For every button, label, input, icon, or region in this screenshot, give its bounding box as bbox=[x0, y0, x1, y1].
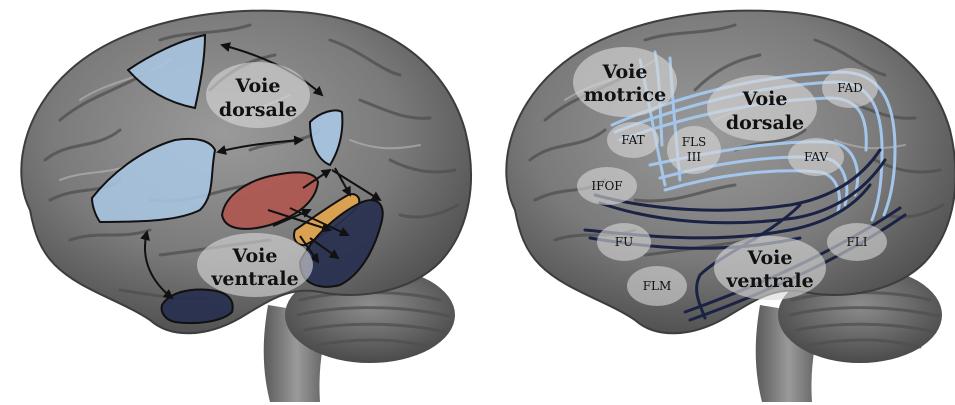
left-brain-panel: Voie dorsale Voie ventrale bbox=[21, 11, 471, 402]
fls-label-line1: FLS bbox=[682, 135, 707, 149]
ventral-label-line1: Voie bbox=[232, 245, 278, 267]
motor-label-line1: Voie bbox=[602, 61, 648, 83]
dorsal-label-line2: dorsale bbox=[726, 112, 804, 134]
right-brain-panel: Voie motrice Voie dorsale Voie ventrale … bbox=[506, 11, 955, 402]
ventral-label-line2: ventrale bbox=[210, 268, 298, 290]
ventral-label-line1: Voie bbox=[747, 247, 793, 269]
flm-label: FLM bbox=[643, 279, 672, 293]
fli-label: FLI bbox=[846, 235, 867, 249]
fu-label: FU bbox=[615, 235, 633, 249]
ifof-label: IFOF bbox=[591, 179, 622, 193]
fav-label: FAV bbox=[804, 150, 828, 164]
dorsal-label-line1: Voie bbox=[235, 75, 281, 97]
dorsal-label-line1: Voie bbox=[742, 88, 788, 110]
ventral-label-line2: ventrale bbox=[725, 270, 813, 292]
motor-label-line2: motrice bbox=[584, 84, 666, 106]
temporal-pole-region bbox=[162, 290, 233, 324]
fls-label-line2: III bbox=[687, 150, 701, 164]
fad-label: FAD bbox=[837, 81, 863, 95]
fat-label: FAT bbox=[621, 133, 644, 147]
dorsal-label-line2: dorsale bbox=[219, 99, 297, 121]
